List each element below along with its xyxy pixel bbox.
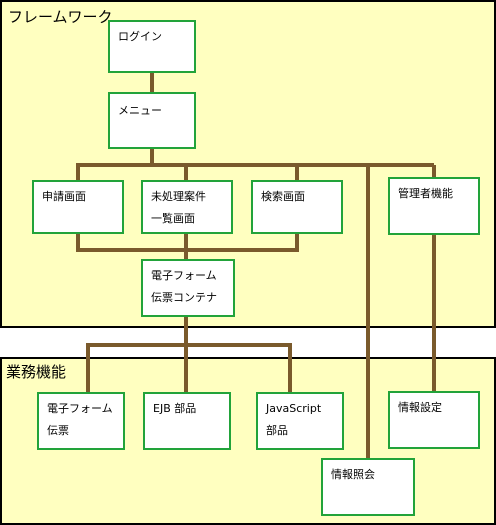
info-query-label: 情報照会 (331, 468, 375, 481)
pending-cases-label: 未処理案件 一覧画面 (151, 190, 206, 225)
info-settings-box: 情報設定 (388, 391, 480, 449)
application-screen-box: 申請画面 (32, 180, 124, 234)
eform-slip-label: 電子フォーム 伝票 (47, 402, 113, 437)
login-box: ログイン (108, 20, 196, 73)
menu-label: メニュー (118, 104, 162, 117)
javascript-parts-box: JavaScript 部品 (256, 392, 344, 450)
ejb-parts-label: EJB 部品 (153, 402, 197, 415)
pending-cases-box: 未処理案件 一覧画面 (141, 180, 233, 234)
info-query-box: 情報照会 (321, 458, 415, 516)
search-screen-label: 検索画面 (261, 190, 305, 203)
connector-business-bus (86, 343, 292, 393)
admin-function-label: 管理者機能 (398, 187, 453, 200)
search-screen-box: 検索画面 (251, 180, 343, 234)
eform-container-label: 電子フォーム 伝票コンテナ (151, 269, 217, 304)
eform-slip-box: 電子フォーム 伝票 (37, 392, 125, 450)
application-screen-label: 申請画面 (42, 190, 86, 203)
login-label: ログイン (118, 30, 162, 43)
javascript-parts-label: JavaScript 部品 (266, 402, 322, 437)
business-region-title: 業務機能 (6, 363, 67, 381)
info-settings-label: 情報設定 (398, 401, 442, 414)
menu-box: メニュー (108, 92, 196, 149)
ejb-parts-box: EJB 部品 (143, 392, 231, 450)
eform-container-box: 電子フォーム 伝票コンテナ (141, 259, 235, 317)
framework-region-title: フレームワーク (8, 8, 113, 26)
admin-function-box: 管理者機能 (388, 177, 480, 235)
